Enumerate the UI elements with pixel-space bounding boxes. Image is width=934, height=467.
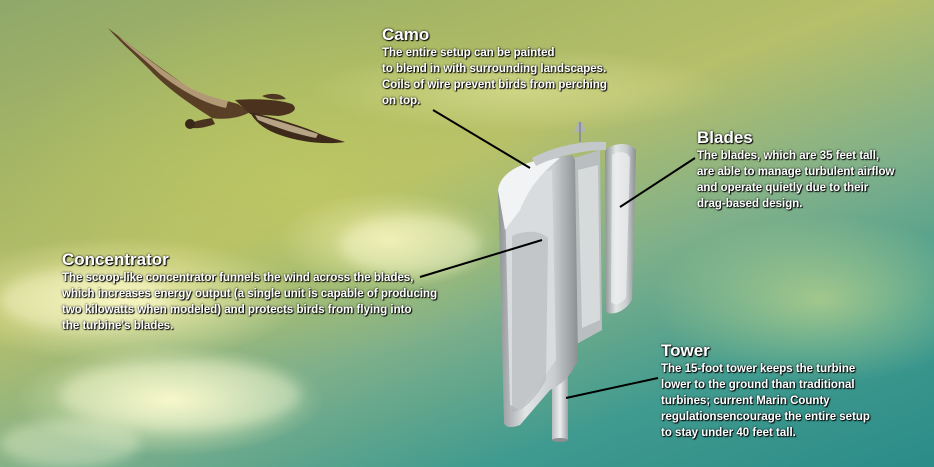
camo-leader-line <box>432 109 531 169</box>
blades-line: drag-based design. <box>697 198 803 210</box>
tower-line: The 15-foot tower keeps the turbine <box>661 363 856 375</box>
camo-line: on top. <box>382 95 421 107</box>
concentrator-line: two kilowatts when modeled) and protects… <box>62 304 412 316</box>
camo-text: The entire setup can be painted to blend… <box>382 45 607 109</box>
concentrator-callout: Concentrator The scoop-like concentrator… <box>62 250 437 334</box>
concentrator-scoop <box>498 155 578 428</box>
tower-text: The 15-foot tower keeps the turbine lowe… <box>661 361 870 441</box>
cloud-wisp <box>0 270 170 330</box>
blades-leader-line <box>619 157 696 208</box>
cloud-wisp <box>60 360 300 430</box>
concentrator-line: the turbine's blades. <box>62 320 174 332</box>
turbine-top-cap <box>532 122 606 166</box>
tower-callout: Tower The 15-foot tower keeps the turbin… <box>661 341 870 441</box>
concentrator-line: The scoop-like concentrator funnels the … <box>62 272 414 284</box>
tower-line: regulationsencourage the entire setup <box>661 411 870 423</box>
blades-line: and operate quietly due to their <box>697 182 869 194</box>
blades-title: Blades <box>697 128 753 147</box>
tower-line: to stay under 40 feet tall. <box>661 427 796 439</box>
blades-line: The blades, which are 35 feet tall, <box>697 150 880 162</box>
tower-line: turbines; current Marin County <box>661 395 830 407</box>
blades-callout: Blades The blades, which are 35 feet tal… <box>697 128 894 212</box>
blades-text: The blades, which are 35 feet tall, are … <box>697 148 894 212</box>
concentrator-title: Concentrator <box>62 250 169 269</box>
camo-title: Camo <box>382 25 430 44</box>
turbine-blades <box>568 144 636 345</box>
camo-callout: Camo The entire setup can be painted to … <box>382 25 607 109</box>
tower-title: Tower <box>661 341 710 360</box>
tower-leader-line <box>565 377 659 399</box>
cloud-wisp <box>0 420 140 467</box>
leader-lines <box>419 109 696 399</box>
concentrator-text: The scoop-like concentrator funnels the … <box>62 270 437 334</box>
camo-line: to blend in with surrounding landscapes. <box>382 63 607 75</box>
blades-line: are able to manage turbulent airflow <box>697 166 895 178</box>
tower-line: lower to the ground than traditional <box>661 379 855 391</box>
camo-line: Coils of wire prevent birds from perchin… <box>382 79 607 91</box>
concentrator-line: which increases energy output (a single … <box>62 288 438 300</box>
hawk-image <box>108 28 345 144</box>
camo-line: The entire setup can be painted <box>382 47 555 59</box>
concentrator-leader-line <box>419 239 543 278</box>
